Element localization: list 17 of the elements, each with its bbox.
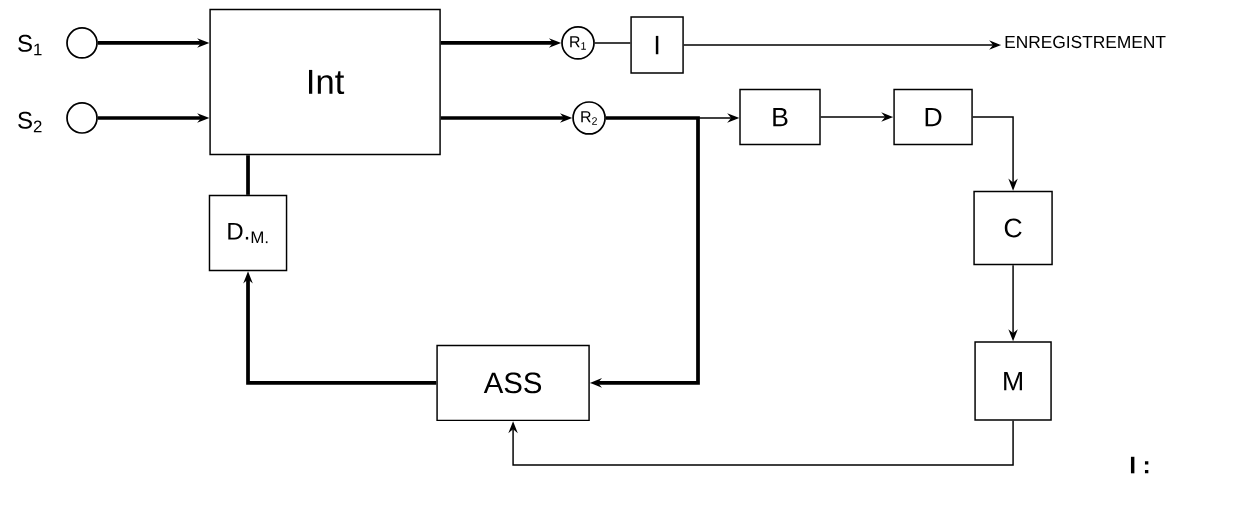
process-box: D.$_{M.}$	[208, 194, 288, 272]
circle-node	[66, 102, 98, 134]
output-label: ENREGISTREMENT	[1005, 35, 1166, 49]
process-box: I	[630, 16, 684, 74]
circle-node	[66, 27, 98, 59]
process-box: D	[893, 88, 973, 146]
figure-number: I :	[1130, 456, 1149, 474]
process-box: Int	[209, 8, 441, 156]
node-label: S$_{1}$	[18, 34, 42, 56]
process-box: M	[974, 341, 1052, 421]
circle-node: R$_{1}$	[561, 26, 595, 60]
circle-node: R$_{2}$	[572, 101, 606, 135]
process-box: ASS	[436, 344, 590, 422]
node-label: S$_{2}$	[18, 111, 42, 133]
process-box: C	[973, 190, 1053, 266]
arrow	[508, 420, 1014, 466]
process-box: B	[739, 88, 821, 146]
